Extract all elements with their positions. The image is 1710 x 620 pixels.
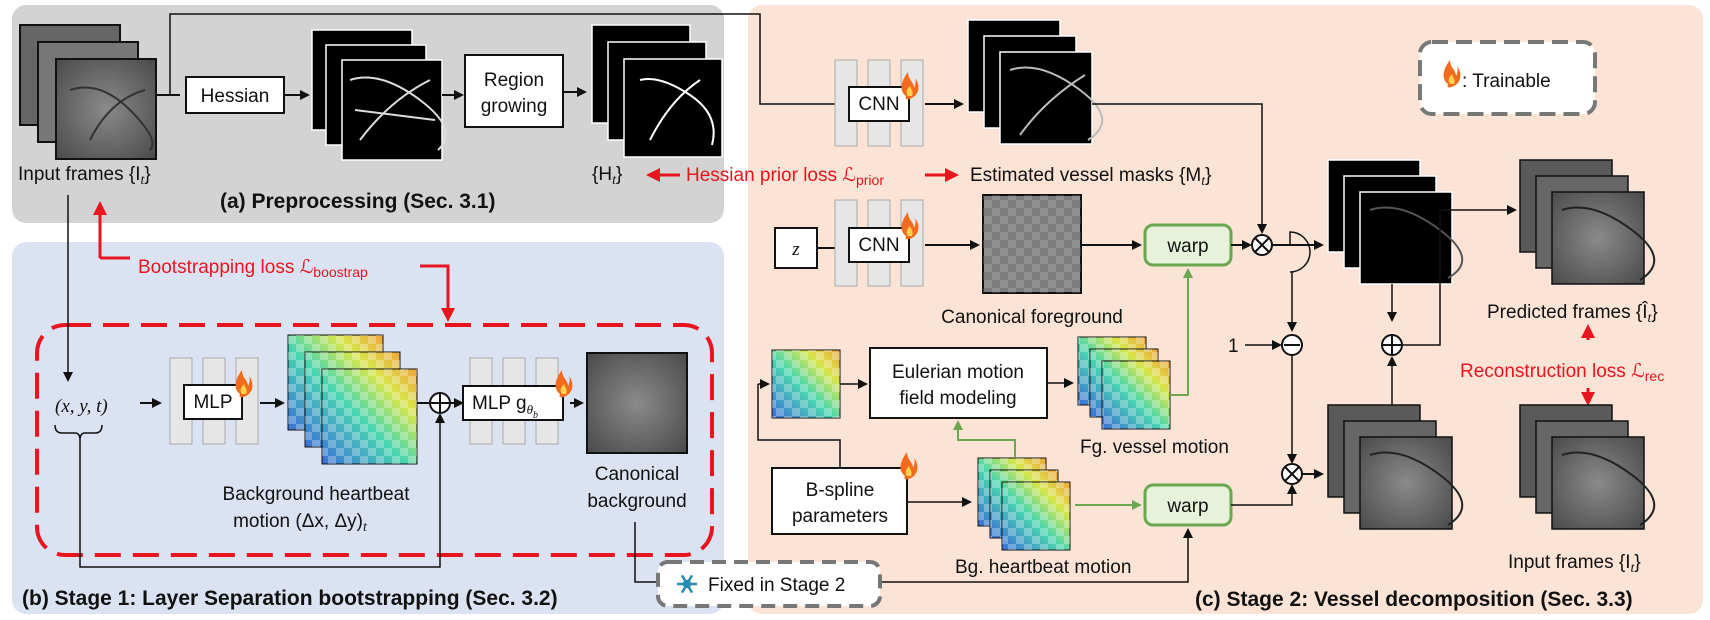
hop-arc (1289, 231, 1311, 273)
canonical-fg-label: Canonical foreground (941, 307, 1123, 328)
bspline-box (771, 467, 908, 535)
eulerian-label-2: field modeling (899, 388, 1016, 409)
cnn-mid-box (848, 227, 910, 263)
flame-icon (235, 370, 253, 398)
motion-to-bspline-line (757, 384, 841, 468)
motion-field-image (771, 349, 841, 419)
hessian-box (185, 76, 285, 114)
mlp1-label: MLP (193, 392, 232, 413)
flame-icon (901, 72, 919, 100)
warp-to-multiply (1231, 484, 1297, 506)
eulerian-box (869, 347, 1048, 419)
input-frames-right-label: Input frames {It} (1508, 552, 1641, 576)
coords-to-add-arrow (79, 413, 445, 568)
preprocessing-title: (a) Preprocessing (Sec. 3.1) (220, 190, 495, 213)
canonical-background-image (586, 352, 688, 454)
bootstrap-arrow-down (420, 264, 455, 322)
cnn-top-label: CNN (858, 94, 899, 115)
hessian-label: Hessian (201, 86, 270, 107)
input-frames-stack (19, 24, 157, 160)
flame-icon (555, 370, 573, 398)
bg-heartbeat-label: Bg. heartbeat motion (955, 557, 1131, 578)
warp-bottom-label: warp (1166, 496, 1208, 517)
fixed-stage2-box (656, 560, 882, 608)
input-to-cnn-arrow (169, 13, 847, 109)
one-label: 1 (1228, 336, 1239, 357)
z-label: z (791, 239, 800, 260)
canonical-bg-label-2: background (587, 491, 686, 512)
h-label: {Ht} (592, 164, 622, 188)
estimated-masks-label: Estimated vessel masks {Mt} (970, 165, 1212, 189)
fg-result-stack (1327, 159, 1464, 285)
flame-icon (1443, 60, 1461, 88)
cnn-mid-label: CNN (858, 235, 899, 256)
input-frames-label: Input frames {It} (18, 164, 151, 188)
bootstrap-loss-label: Bootstrapping loss ℒboostrap (138, 257, 368, 280)
coords-label: (x, y, t) (55, 396, 108, 417)
bspline-label-1: B-spline (806, 480, 875, 501)
bg-to-fixed-line (634, 522, 658, 583)
predicted-frames-stack (1519, 159, 1656, 285)
bg-motion-label-1: Background heartbeat (223, 484, 411, 505)
warp-top-label: warp (1166, 236, 1208, 257)
bg-heartbeat-motion-stack (287, 334, 418, 465)
stage1-title: (b) Stage 1: Layer Separation bootstrapp… (22, 587, 558, 610)
stage2-title: (c) Stage 2: Vessel decomposition (Sec. … (1195, 588, 1633, 611)
add-to-predicted-arrow (1402, 205, 1517, 346)
estimated-masks-stack (967, 19, 1104, 145)
fg-motion-to-warp (1170, 268, 1193, 396)
bspline-label-2: parameters (792, 506, 888, 527)
region-growing-box (464, 54, 564, 128)
predicted-frames-label: Predicted frames {Ît} (1487, 301, 1658, 326)
bg-motion-to-eulerian (953, 420, 1016, 458)
region-growing-label-1: Region (484, 70, 544, 91)
hessian-prior-loss-label: Hessian prior loss ℒprior (686, 165, 884, 188)
mlp2-box (462, 385, 564, 421)
bg-motion-label-2: motion (Δx, Δy)t (233, 511, 368, 535)
eulerian-label-1: Eulerian motion (892, 362, 1024, 383)
fg-vessel-motion-stack (1077, 336, 1171, 430)
fixed-stage2-label: Fixed in Stage 2 (708, 575, 845, 596)
masks-to-multiply (1092, 103, 1267, 234)
fixed-to-warp-arrow (880, 528, 1193, 583)
stage1-dashed-region (35, 323, 714, 557)
mlp2-label: MLP gθb (472, 393, 538, 421)
bg-result-stack (1327, 404, 1464, 530)
snowflake-icon (677, 574, 697, 594)
input-frames-right-stack (1519, 404, 1656, 530)
canonical-bg-label-1: Canonical (595, 464, 680, 485)
reconstruction-loss-label: Reconstruction loss ℒrec (1460, 361, 1664, 384)
hessian-output-stack (311, 29, 447, 161)
trainable-legend (1418, 40, 1597, 116)
mlp1-box (183, 384, 243, 420)
cnn-top-box (848, 86, 910, 122)
trainable-label: : Trainable (1462, 71, 1551, 92)
flame-icon (900, 452, 918, 480)
flame-icon (901, 212, 919, 240)
h-frames-stack (591, 24, 723, 158)
bg-heartbeat-stack (977, 457, 1071, 551)
region-growing-label-2: growing (481, 96, 548, 117)
fg-motion-label: Fg. vessel motion (1080, 437, 1229, 458)
